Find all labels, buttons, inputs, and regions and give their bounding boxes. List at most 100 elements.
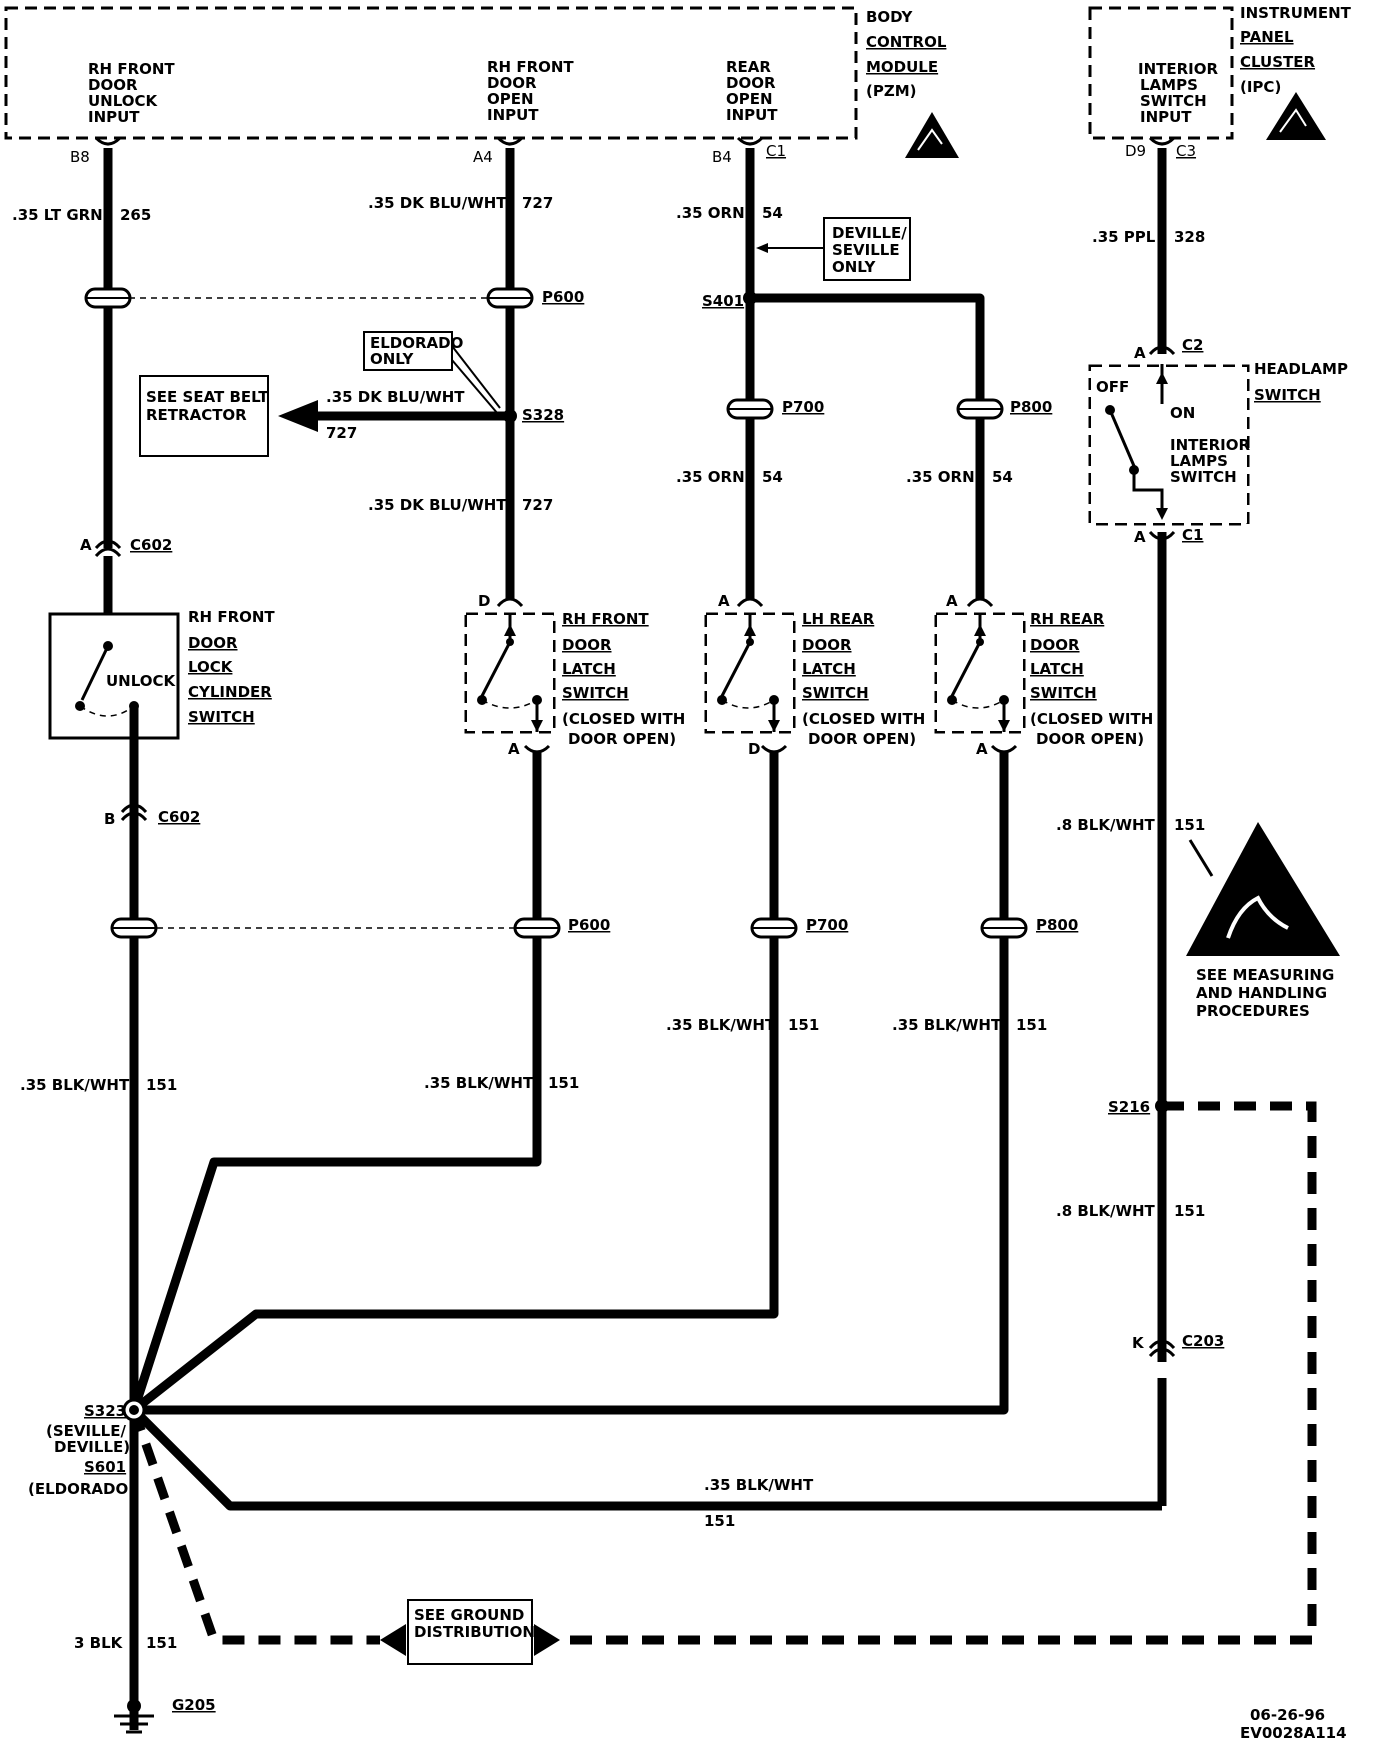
input-rh-front-open-2: DOOR xyxy=(487,74,537,92)
lock-cyl-label-5: SWITCH xyxy=(188,708,255,726)
label-c1-hs: C1 xyxy=(1182,526,1203,544)
g4-circuit: 151 xyxy=(1016,1016,1047,1034)
label-rr-pin-a2: A xyxy=(976,740,988,758)
label-rf-pin-d: D xyxy=(478,592,490,610)
int-lamps-3: SWITCH xyxy=(1170,468,1237,486)
pin-a4: A4 xyxy=(473,148,493,166)
label-c602-top: C602 xyxy=(130,536,172,554)
input-rear-open-4: INPUT xyxy=(726,106,778,124)
esd-procedures: SEE MEASURING AND HANDLING PROCEDURES xyxy=(1186,822,1340,1020)
w3-circuit: 54 xyxy=(762,204,783,222)
rr-latch-5: (CLOSED WITH xyxy=(1030,710,1153,728)
w2b-circuit: 727 xyxy=(326,424,357,442)
deville-3: ONLY xyxy=(832,258,877,276)
pin-c3: C3 xyxy=(1176,142,1196,160)
splice-points xyxy=(122,291,1169,1422)
esd-1: SEE MEASURING xyxy=(1196,966,1334,984)
label-p800-bottom: P800 xyxy=(1036,916,1078,934)
label-lr-pin-a: A xyxy=(718,592,730,610)
rf-latch-4: SWITCH xyxy=(562,684,629,702)
label-c602-pin-a: A xyxy=(80,536,92,554)
esd-3: PROCEDURES xyxy=(1196,1002,1310,1020)
connector-p800-top xyxy=(956,398,1004,420)
label-s601: S601 xyxy=(84,1458,126,1476)
lock-cylinder-switch: UNLOCK RH FRONT DOOR LOCK CYLINDER SWITC… xyxy=(48,608,275,742)
input-labels: RH FRONT DOOR UNLOCK INPUT RH FRONT DOOR… xyxy=(88,58,1218,126)
g5-color: .35 BLK/WHT xyxy=(704,1476,814,1494)
label-s401: S401 xyxy=(702,292,744,310)
rr-latch-2: DOOR xyxy=(1030,636,1080,654)
label-c1-pin-a: A xyxy=(1134,528,1146,546)
gnd-color: 3 BLK xyxy=(74,1634,124,1652)
bcm-label-3: MODULE xyxy=(866,58,938,76)
ipc-label-2: PANEL xyxy=(1240,28,1294,46)
instrument-panel-cluster: INSTRUMENT PANEL CLUSTER (IPC) xyxy=(1088,4,1352,140)
w2-circuit: 727 xyxy=(522,194,553,212)
rr-latch-4: SWITCH xyxy=(1030,684,1097,702)
label-c602-bottom: C602 xyxy=(158,808,200,826)
label-rf-pin-a: A xyxy=(508,740,520,758)
label-p600-bottom: P600 xyxy=(568,916,610,934)
bcm-label-2: CONTROL xyxy=(866,33,947,51)
label-rr-pin-a: A xyxy=(946,592,958,610)
rf-latch-3: LATCH xyxy=(562,660,616,678)
label-g205: G205 xyxy=(172,1696,216,1714)
footer-code: EV0028A114 xyxy=(1240,1724,1347,1742)
w3c-color: .35 ORN xyxy=(906,468,975,486)
connector-p600-top-2 xyxy=(486,287,534,309)
eldorado-2: ONLY xyxy=(370,350,415,368)
note-eldorado: ELDORADO ONLY xyxy=(363,331,501,415)
label-p700-bottom: P700 xyxy=(806,916,848,934)
w2-color: .35 DK BLU/WHT xyxy=(368,194,507,212)
bcm-label-4: (PZM) xyxy=(866,82,917,100)
w2b-color: .35 DK BLU/WHT xyxy=(326,388,465,406)
headlamp-switch: OFF ON INTERIOR LAMPS SWITCH HEADLAMP SW… xyxy=(1088,360,1348,526)
w5-color: .8 BLK/WHT xyxy=(1056,816,1156,834)
input-interior-lamps-1: INTERIOR xyxy=(1138,60,1218,78)
w3-color: .35 ORN xyxy=(676,204,745,222)
pin-d9: D9 xyxy=(1125,142,1146,160)
lh-rear-latch-switch xyxy=(704,612,796,734)
rr-latch-3: LATCH xyxy=(1030,660,1084,678)
headlamp-1: HEADLAMP xyxy=(1254,360,1348,378)
ground-symbol xyxy=(114,1699,154,1734)
unlock-label: UNLOCK xyxy=(106,672,177,690)
gnd-circuit: 151 xyxy=(146,1634,177,1652)
g1-circuit: 151 xyxy=(146,1076,177,1094)
splice-labels: S401 S328 S216 S323 (SEVILLE/ DEVILLE) S… xyxy=(28,292,1150,1714)
rh-rear-latch-switch xyxy=(934,612,1026,734)
label-c2: C2 xyxy=(1182,336,1203,354)
g3-circuit: 151 xyxy=(788,1016,819,1034)
note-deville: DEVILLE/ SEVILLE ONLY xyxy=(756,217,911,281)
lr-latch-1: LH REAR xyxy=(802,610,875,628)
lock-cyl-label-3: LOCK xyxy=(188,658,234,676)
int-lamps-2: LAMPS xyxy=(1170,452,1228,470)
input-interior-lamps-3: SWITCH xyxy=(1140,92,1207,110)
connector-p600-bottom xyxy=(110,917,158,939)
connector-group-lines xyxy=(118,297,525,929)
w1-circuit: 265 xyxy=(120,206,151,224)
connector-p700-top xyxy=(726,398,774,420)
int-lamps-1: INTERIOR xyxy=(1170,436,1250,454)
lock-cyl-label-2: DOOR xyxy=(188,634,238,652)
rf-latch-5: (CLOSED WITH xyxy=(562,710,685,728)
note-ground-distribution: SEE GROUND DISTRIBUTION xyxy=(407,1599,535,1665)
label-p700-top: P700 xyxy=(782,398,824,416)
module-connector-cups xyxy=(94,136,1176,146)
connector-labels: P600 P700 P800 P600 P700 P800 C602 A C60… xyxy=(80,288,1224,1352)
esd-2: AND HANDLING xyxy=(1196,984,1327,1002)
input-rh-front-unlock-4: INPUT xyxy=(88,108,140,126)
input-interior-lamps-4: INPUT xyxy=(1140,108,1192,126)
label-c2-pin-a: A xyxy=(1134,344,1146,362)
rr-latch-6: DOOR OPEN) xyxy=(1036,730,1144,748)
w5b-circuit: 151 xyxy=(1174,1202,1205,1220)
inline-connectors xyxy=(84,287,1028,939)
off-label: OFF xyxy=(1096,378,1129,396)
pin-b8: B8 xyxy=(70,148,90,166)
w2c-color: .35 DK BLU/WHT xyxy=(368,496,507,514)
label-c203: C203 xyxy=(1182,1332,1224,1350)
ground-dist-1: SEE GROUND xyxy=(414,1606,524,1624)
splice-s216 xyxy=(1155,1099,1169,1113)
lr-latch-4: SWITCH xyxy=(802,684,869,702)
